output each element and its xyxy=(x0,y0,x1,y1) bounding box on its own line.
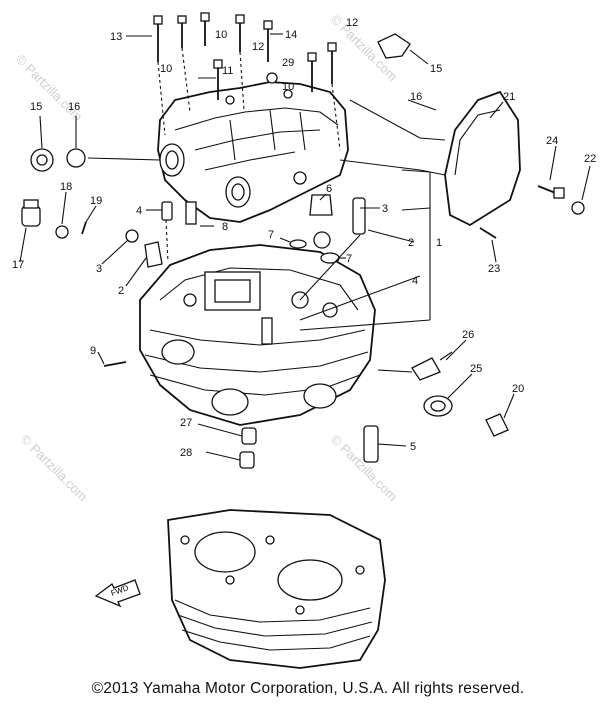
part-label: 6 xyxy=(326,183,332,195)
stud-part xyxy=(103,361,127,367)
side-cover xyxy=(339,90,521,227)
part-label: 15 xyxy=(30,101,42,113)
cap-part xyxy=(377,33,429,65)
part-label: 23 xyxy=(488,263,500,275)
cover-bolts xyxy=(153,12,341,151)
part-label: 2 xyxy=(118,285,124,297)
part-label: 10 xyxy=(215,29,227,41)
cylinder-block xyxy=(167,509,386,669)
cylinder-head xyxy=(139,244,376,426)
part-label: 2 xyxy=(408,237,414,249)
forward-arrow-icon: FWD xyxy=(94,579,141,608)
part-label: 16 xyxy=(410,91,422,103)
copyright-notice: ©2013 Yamaha Motor Corporation, U.S.A. A… xyxy=(91,680,525,697)
watermark-text: © Partzilla.com xyxy=(13,52,86,125)
part-label: 3 xyxy=(96,263,102,275)
part-label: 22 xyxy=(584,153,596,165)
part-labels: 13 10 10 12 14 12 15 29 11 10 16 21 15 1… xyxy=(12,17,596,459)
sensor-and-seal xyxy=(377,351,453,417)
part-label: 12 xyxy=(346,17,358,29)
part-label: 7 xyxy=(268,229,274,241)
part-label: 5 xyxy=(410,441,416,453)
part-label: 27 xyxy=(180,417,192,429)
part-label: 9 xyxy=(90,345,96,357)
part-label: 10 xyxy=(160,63,172,75)
part-label: 28 xyxy=(180,447,192,459)
part-label: 13 xyxy=(110,31,122,43)
part-label: 24 xyxy=(546,135,558,147)
part-label: 15 xyxy=(430,63,442,75)
part-label: 17 xyxy=(12,259,24,271)
leader-lines xyxy=(19,33,591,419)
left-small-parts xyxy=(21,148,161,239)
part-label: 11 xyxy=(222,65,233,77)
part-label: 16 xyxy=(68,101,80,113)
part-label: 4 xyxy=(136,205,142,217)
head-small-parts xyxy=(125,169,431,331)
head-cover xyxy=(157,81,349,223)
part-label: 3 xyxy=(382,203,388,215)
right-bolts xyxy=(479,185,585,437)
part-label: 19 xyxy=(90,195,102,207)
lower-small-parts xyxy=(197,423,407,469)
part-label: 26 xyxy=(462,329,474,341)
part-label: 25 xyxy=(470,363,482,375)
part-label: 10 xyxy=(282,81,294,93)
part-label: 8 xyxy=(222,221,228,233)
part-label: 20 xyxy=(512,383,524,395)
part-label: 18 xyxy=(60,181,72,193)
part-label: 21 xyxy=(503,91,515,103)
part-label: 1 xyxy=(436,237,442,249)
part-label: 12 xyxy=(252,41,264,53)
part-label: 14 xyxy=(285,29,297,41)
part-label: 4 xyxy=(412,275,418,287)
part-label: 7 xyxy=(346,253,352,265)
part-label: 29 xyxy=(282,57,294,69)
watermark-text: © Partzilla.com xyxy=(18,432,91,505)
